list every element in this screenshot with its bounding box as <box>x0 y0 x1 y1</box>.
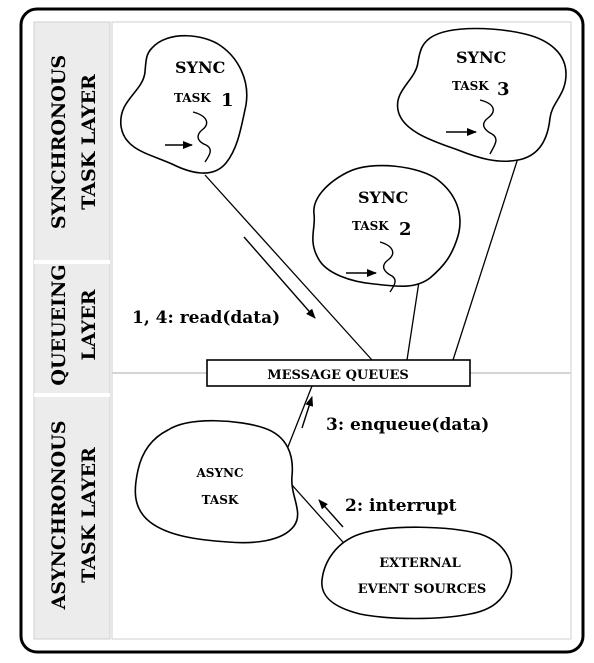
interrupt-arrow <box>318 499 344 528</box>
message-queues-box <box>206 359 471 387</box>
sync-task-1-label: TASK <box>174 91 211 105</box>
sync-task-2-label: TASK <box>352 219 389 233</box>
layer-label-queueing: QUEUEING LAYER <box>48 264 100 385</box>
interrupt-arrow-label: 2: interrupt <box>345 496 457 516</box>
read-arrow <box>243 236 316 319</box>
read-arrow-label: 1, 4: read(data) <box>132 308 280 328</box>
thread-icon <box>379 241 396 293</box>
message-queues-label: MESSAGE QUEUES <box>267 368 409 383</box>
svg-text:QUEUEING: QUEUEING <box>48 264 70 385</box>
enqueue-arrow-label: 3: enqueue(data) <box>326 415 489 435</box>
svg-text:TASK LAYER: TASK LAYER <box>78 447 100 583</box>
sync-task-3-number: 3 <box>497 79 510 100</box>
external-title: EXTERNAL <box>379 556 461 571</box>
sync-task-2-cloud <box>312 164 461 288</box>
sync-task-3-cloud <box>396 27 567 163</box>
svg-text:ASYNCHRONOUS: ASYNCHRONOUS <box>48 420 70 610</box>
layer-label-column <box>33 21 111 640</box>
layer-label-synchronous: SYNCHRONOUS TASK LAYER <box>48 55 100 229</box>
thread-icon <box>479 99 497 155</box>
svg-text:SYNCHRONOUS: SYNCHRONOUS <box>48 55 70 229</box>
external-label: EVENT SOURCES <box>358 582 486 597</box>
sync-task-2-number: 2 <box>399 219 412 240</box>
sync-task-2-title: SYNC <box>358 188 408 207</box>
link-sync-task-2 <box>406 274 421 361</box>
sync-task-1-title: SYNC <box>175 58 225 77</box>
svg-text:TASK LAYER: TASK LAYER <box>78 74 100 210</box>
async-task-title: ASYNC <box>195 466 243 480</box>
layer-label-asynchronous: ASYNCHRONOUS TASK LAYER <box>48 420 100 610</box>
link-external-async <box>291 484 351 551</box>
sync-task-1-number: 1 <box>221 90 234 111</box>
sync-task-1-cloud <box>120 34 248 174</box>
sync-task-3-label: TASK <box>452 79 489 93</box>
thread-icon <box>192 111 211 163</box>
async-task-cloud <box>134 419 299 544</box>
link-sync-task-1 <box>204 174 373 361</box>
link-sync-task-3 <box>452 157 519 361</box>
sync-task-3-title: SYNC <box>456 48 506 67</box>
external-event-sources-cloud <box>321 526 513 620</box>
async-task-label: TASK <box>202 493 239 507</box>
svg-text:LAYER: LAYER <box>78 289 100 360</box>
enqueue-arrow <box>301 396 314 429</box>
